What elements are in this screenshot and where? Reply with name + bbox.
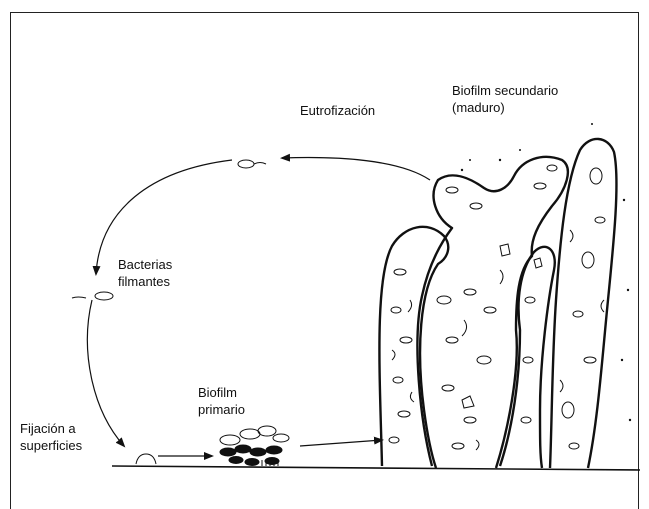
arrow-primary-to-secondary [300, 440, 382, 446]
scattered-particles [461, 123, 631, 421]
free-bacteria-top [238, 160, 266, 168]
primary-biofilm-cluster [220, 426, 289, 466]
arrow-bacteria-to-fixation [87, 300, 124, 446]
label-fijacion-superficies: Fijación a superficies [20, 420, 82, 454]
label-bacterias-filmantes: Bacterias filmantes [118, 256, 172, 290]
tower-1 [379, 227, 448, 468]
label-eutrofizacion: Eutrofización [300, 102, 375, 119]
free-bacteria-filament [72, 292, 113, 300]
arrow-eutrofization-to-top [282, 158, 430, 180]
secondary-biofilm-towers [379, 139, 616, 468]
substrate-surface [112, 466, 640, 470]
tower-4 [550, 139, 616, 468]
label-biofilm-secundario: Biofilm secundario (maduro) [452, 82, 558, 116]
attached-bacteria [136, 454, 156, 464]
label-biofilm-primario: Biofilm primario [198, 384, 245, 418]
